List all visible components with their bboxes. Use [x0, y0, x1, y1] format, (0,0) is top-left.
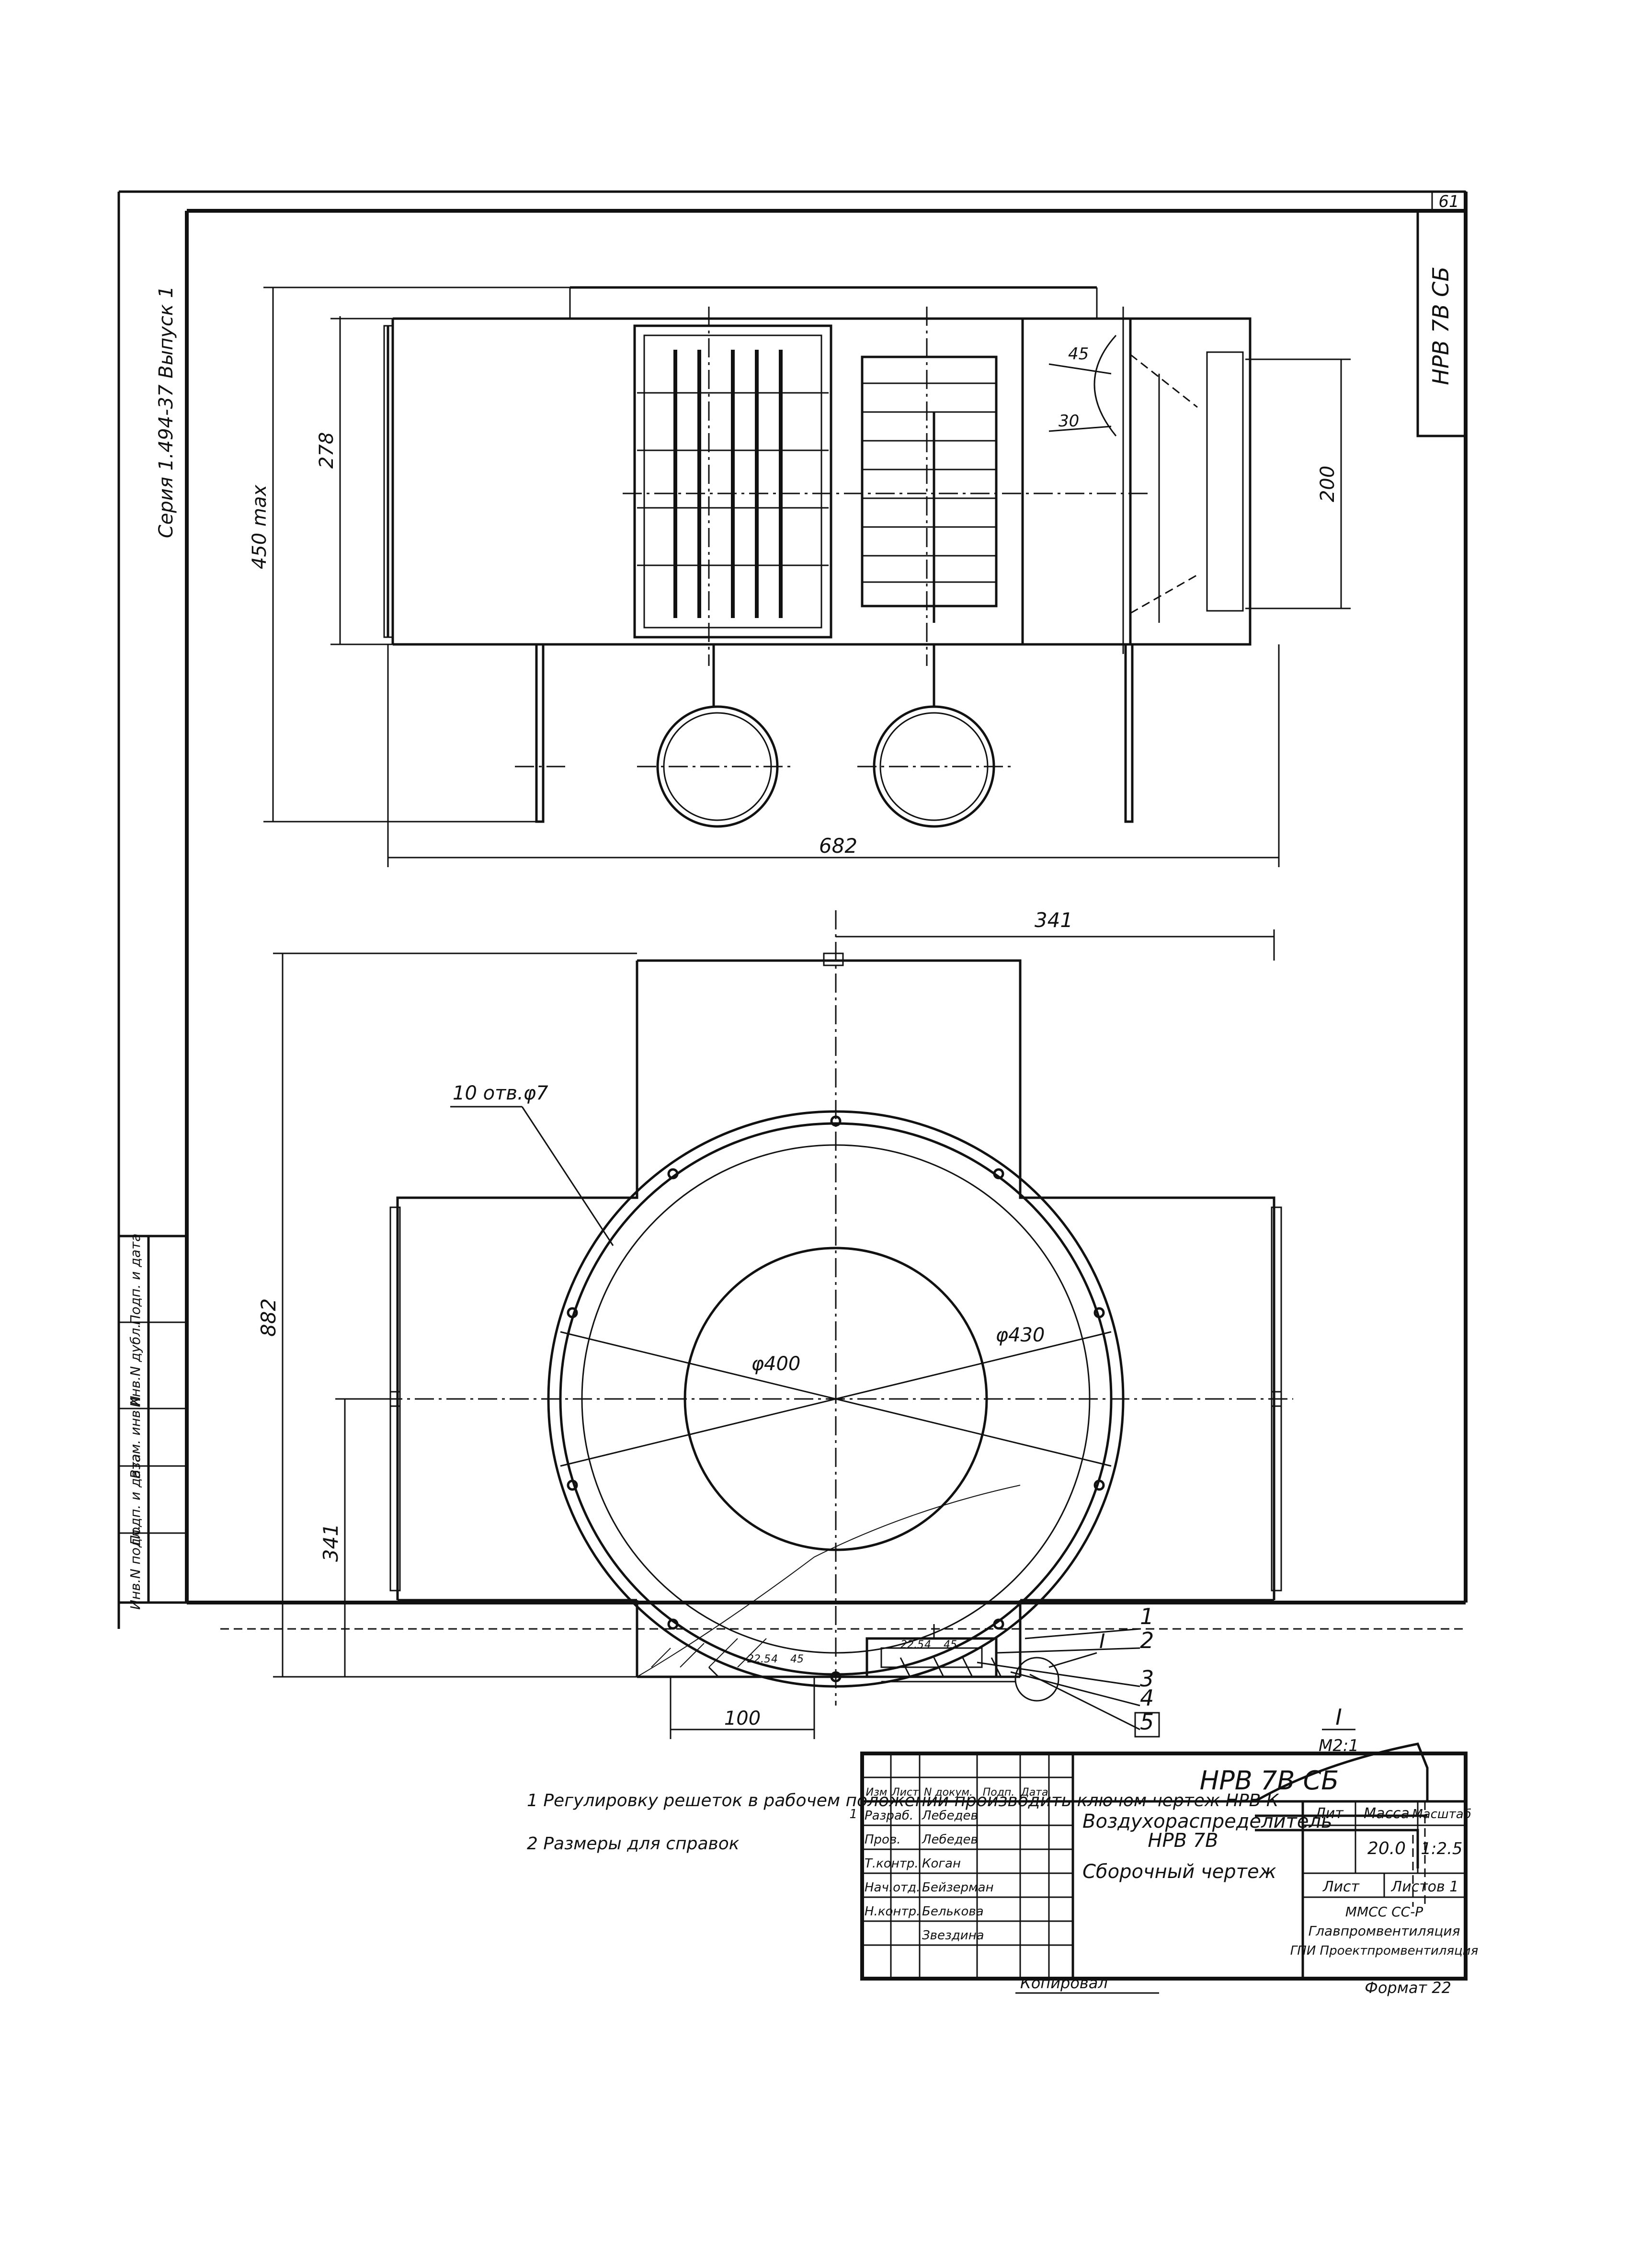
angle-45: 45 — [1068, 344, 1089, 364]
header-list: Лист — [891, 1787, 919, 1798]
dia-430: φ430 — [996, 1324, 1045, 1346]
row-role-1: Разраб. — [865, 1809, 913, 1823]
header-date: Дата — [1021, 1787, 1048, 1798]
left-stamp-strip — [119, 1235, 187, 1604]
header-izm: Изм — [866, 1787, 888, 1798]
callout-1: 1 — [1140, 1604, 1154, 1629]
dim-882: 882 — [257, 1298, 280, 1337]
page-number: 61 — [1438, 192, 1459, 211]
title-name-3: Сборочный чертеж — [1082, 1861, 1276, 1883]
col-lit: Лит — [1314, 1805, 1344, 1822]
dim-341-top: 341 — [1035, 908, 1073, 932]
blade-dim-1: 22.5 — [747, 1653, 771, 1665]
dim-100: 100 — [724, 1707, 761, 1730]
header-sign: Подп. — [983, 1787, 1015, 1798]
title-name-1: Воздухораспределитель — [1082, 1810, 1332, 1833]
strip-label-replace-inv: Взам. инв.N — [127, 1396, 143, 1478]
col-mass: Масса — [1364, 1805, 1410, 1822]
plan-view-dimensions — [273, 929, 1275, 1739]
strip-label-sign-date-2: Подп. и дата — [127, 1234, 143, 1325]
org-line-2: Главпромвентиляция — [1309, 1923, 1460, 1939]
row-role-2: Пров. — [865, 1833, 901, 1847]
blade-dim-4: 22.5 — [900, 1639, 924, 1651]
strip-label-sign-date-1: Подп. и дата — [127, 1454, 143, 1546]
holes-note: 10 отв.φ7 — [453, 1082, 548, 1104]
title-block — [860, 1752, 1468, 1981]
vertical-designation: НРВ 7В СБ — [1428, 266, 1454, 385]
dia-400: φ400 — [751, 1353, 801, 1375]
dim-341-left: 341 — [319, 1523, 342, 1562]
angle-30: 30 — [1059, 412, 1079, 431]
row-role-5: Н.контр. — [865, 1904, 920, 1919]
plan-view — [383, 910, 1293, 1706]
drawing-frame — [117, 190, 1468, 1630]
row-role-3: Т.контр. — [865, 1856, 919, 1871]
detail-marker: I — [1099, 1629, 1105, 1653]
sheets-label: Листов 1 — [1391, 1879, 1459, 1895]
title-designation: НРВ 7В СБ — [1200, 1765, 1339, 1796]
row-role-4: Нач.отд. — [865, 1880, 920, 1895]
callout-3: 3 — [1140, 1666, 1154, 1692]
callout-2: 2 — [1140, 1627, 1154, 1653]
series-text: Серия 1.494-37 Выпуск 1 — [155, 286, 177, 538]
footer-copied: Копировал — [1020, 1974, 1108, 1992]
side-view-dimensions — [263, 286, 1351, 867]
row-name-4: Бейзерман — [922, 1880, 994, 1895]
row-name-5: Белькова — [922, 1904, 984, 1919]
blade-dim-5: 4 — [924, 1639, 931, 1651]
side-view — [383, 286, 1252, 828]
rev-mark: 1 — [849, 1807, 857, 1821]
note-2: 2 Размеры для справок — [527, 1834, 740, 1854]
strip-label-inv-dup: Инв.N дубл. — [127, 1324, 143, 1408]
blade-dim-3: 45 — [790, 1653, 804, 1665]
detail-title: I — [1335, 1704, 1342, 1730]
row-name-3: Коган — [922, 1856, 961, 1871]
col-scale: Масштаб — [1412, 1807, 1471, 1821]
dim-200: 200 — [1317, 466, 1339, 502]
mass-value: 20.0 — [1367, 1839, 1406, 1858]
sheet-label: Лист — [1322, 1879, 1360, 1895]
footer-format: Формат 22 — [1365, 1979, 1451, 1997]
dim-682: 682 — [819, 834, 857, 858]
row-name-6: Звездина — [922, 1928, 984, 1943]
row-name-2: Лебедев — [922, 1833, 978, 1847]
strip-label-inv-orig: Инв.N подл. — [127, 1525, 143, 1610]
dim-278: 278 — [316, 432, 338, 469]
title-name-2: НРВ 7В — [1148, 1830, 1218, 1852]
org-line-3: ГПИ Проектпромвентиляция — [1290, 1944, 1478, 1958]
dim-450max: 450 max — [249, 485, 271, 570]
callout-4: 4 — [1140, 1685, 1154, 1711]
row-name-1: Лебедев — [922, 1809, 978, 1823]
header-doc: N докум. — [924, 1787, 973, 1798]
blade-dim-2: 4 — [771, 1653, 778, 1665]
blade-dim-6: 45 — [944, 1639, 957, 1651]
org-line-1: ММСС СС-Р — [1345, 1904, 1423, 1920]
scale-value: 1:2.5 — [1421, 1839, 1462, 1858]
